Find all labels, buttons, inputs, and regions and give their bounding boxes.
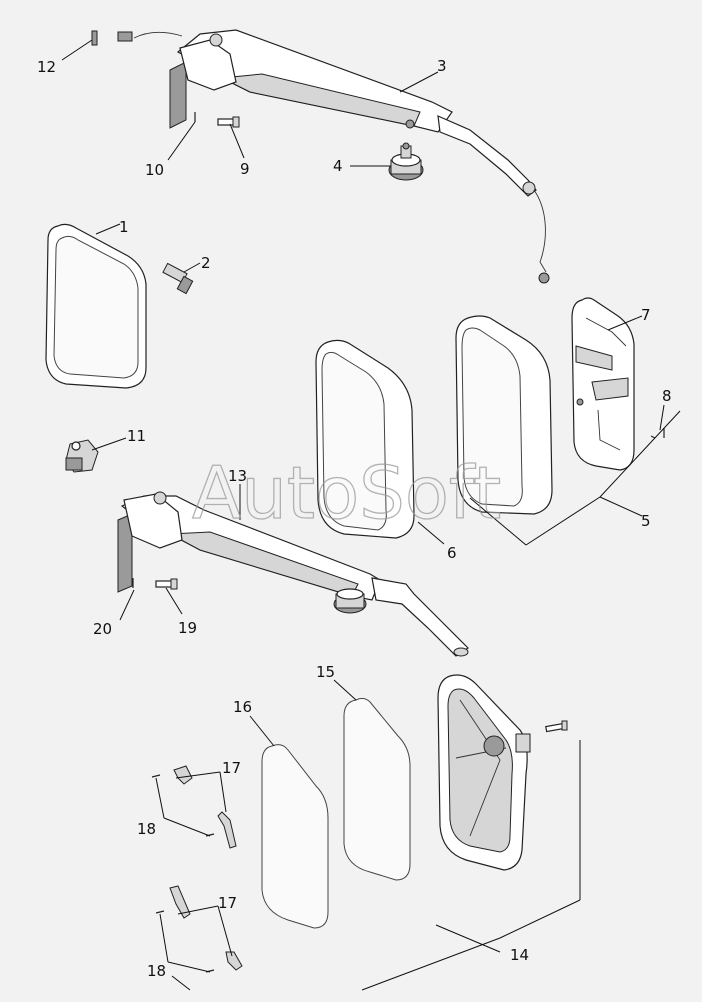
callout-4: 4 [333,157,343,175]
part-8-screws [650,428,665,439]
part-17-clips-lower [169,885,243,971]
callout-2: 2 [201,254,211,272]
leader-lines [61,39,681,991]
part-19-screw [155,578,178,590]
callout-labels: 12 3 4 10 9 1 2 7 8 11 13 5 6 20 19 15 1… [37,57,672,980]
part-18-screws-upper [151,774,215,837]
callout-10: 10 [145,161,164,179]
part-14-housing [437,674,531,871]
callout-6: 6 [447,544,457,562]
part-12-connector [91,30,98,46]
callout-8: 8 [662,387,672,405]
autosoft-watermark: AutoSoft [192,451,501,535]
part-4-knob [388,142,424,181]
part-11-switch [65,439,99,473]
callout-7: 7 [641,306,651,324]
callout-19: 19 [178,619,197,637]
part-5-mirror-head [455,315,553,515]
part-1-mirror-frame [45,223,147,389]
callout-9: 9 [240,160,250,178]
part-2-bolt [162,262,194,295]
part-16-glass [261,744,329,929]
callout-17-upper: 17 [222,759,241,777]
callout-20: 20 [93,620,112,638]
callout-12: 12 [37,58,56,76]
part-17-clips-upper [173,765,237,849]
part-15-glass [343,697,411,881]
callout-16: 16 [233,698,252,716]
part-6-mirror-head [315,339,415,539]
part-7-back-cover [571,297,635,471]
part-9-screw [217,116,240,128]
callout-11: 11 [127,427,146,445]
callout-1: 1 [119,218,129,236]
part-14-screw [545,720,568,733]
callout-15: 15 [316,663,335,681]
part-3-upper-arm [117,29,550,284]
callout-18-upper: 18 [137,820,156,838]
callout-17-lower: 17 [218,894,237,912]
callout-3: 3 [437,57,447,75]
callout-5: 5 [641,512,651,530]
callout-13: 13 [228,467,247,485]
callout-14: 14 [510,946,529,964]
callout-18-lower: 18 [147,962,166,980]
part-13-lower-arm [117,491,469,657]
